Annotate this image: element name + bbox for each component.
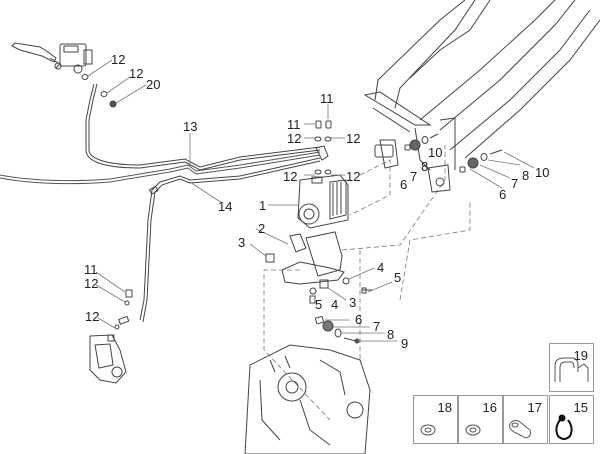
- part-label-14: 14: [218, 199, 233, 214]
- part-label-4: 4: [331, 297, 339, 312]
- motorcycle-frame: [363, 0, 600, 193]
- part-label-11: 11: [287, 117, 301, 132]
- part-label-6: 6: [400, 177, 408, 192]
- assembly-guide-lines: [263, 145, 471, 421]
- inset-number: 15: [573, 400, 588, 415]
- brake-caliper: [89, 271, 133, 384]
- part-label-10: 10: [535, 165, 550, 180]
- engine: [244, 344, 371, 454]
- part-label-1: 1: [259, 198, 267, 213]
- brake-hose-13: [0, 83, 321, 185]
- abs-fittings: [304, 104, 345, 176]
- part-label-12: 12: [283, 169, 298, 184]
- brake-hose-14: [139, 157, 321, 323]
- banjo-washers-top: [81, 59, 147, 108]
- part-label-20: 20: [146, 77, 161, 92]
- part-label-12: 12: [111, 52, 126, 67]
- part-label-5: 5: [315, 297, 323, 312]
- part-label-7: 7: [511, 176, 519, 191]
- part-label-12: 12: [287, 131, 302, 146]
- part-label-12: 12: [85, 309, 100, 324]
- part-label-11: 11: [84, 262, 98, 277]
- inset-box-16: 16: [458, 395, 503, 444]
- inset-number: 18: [437, 400, 452, 415]
- part-label-3: 3: [349, 295, 357, 310]
- part-label-6: 6: [355, 312, 363, 327]
- grommet-icon: [465, 424, 481, 436]
- part-label-12: 12: [346, 169, 361, 184]
- part-label-7: 7: [410, 169, 418, 184]
- inset-box-19: 19: [549, 343, 594, 392]
- part-label-2: 2: [258, 221, 266, 236]
- brake-lever-master-cylinder: [11, 42, 93, 74]
- inset-box-18: 18: [413, 395, 458, 444]
- part-label-13: 13: [183, 119, 198, 134]
- part-label-5: 5: [394, 270, 402, 285]
- cable-clamp-icon: [509, 419, 531, 439]
- engine-mount-hardware: [315, 316, 398, 344]
- hose-clip-icon: [554, 357, 589, 382]
- part-label-12: 12: [84, 276, 99, 291]
- cable-tie-icon: [555, 414, 573, 440]
- abs-bracket: [249, 228, 393, 304]
- inset-number: 17: [527, 400, 542, 415]
- inset-number: 19: [573, 348, 588, 363]
- part-label-12: 12: [346, 131, 361, 146]
- part-label-3: 3: [238, 235, 246, 250]
- part-label-11: 11: [320, 91, 334, 106]
- part-label-10: 10: [428, 145, 443, 160]
- part-label-6: 6: [499, 187, 507, 202]
- inset-box-15: 15: [549, 395, 594, 444]
- inset-number: 16: [482, 400, 497, 415]
- frame-mount-hardware: [404, 133, 535, 189]
- abs-unit: [268, 174, 349, 229]
- grommet-icon: [420, 424, 436, 436]
- part-label-8: 8: [522, 168, 530, 183]
- inset-box-17: 17: [503, 395, 548, 444]
- part-label-8: 8: [387, 327, 395, 342]
- part-label-4: 4: [377, 260, 385, 275]
- part-label-9: 9: [401, 336, 409, 351]
- part-label-7: 7: [373, 319, 381, 334]
- part-label-12: 12: [129, 66, 144, 81]
- part-label-8: 8: [421, 159, 429, 174]
